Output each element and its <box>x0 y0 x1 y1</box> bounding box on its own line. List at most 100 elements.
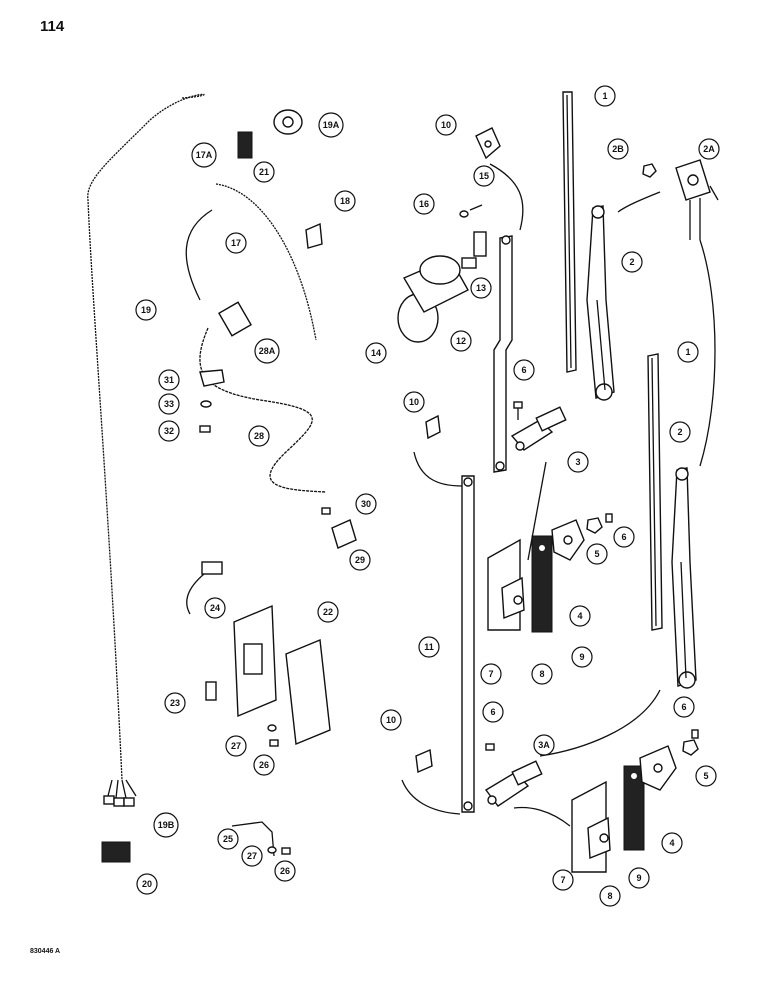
screw-32 <box>199 425 211 433</box>
svg-text:13: 13 <box>476 283 486 293</box>
callout-6: 6 <box>613 526 635 548</box>
harness-19 <box>87 93 205 781</box>
connector-28a <box>218 301 252 337</box>
callout-28: 28 <box>248 425 270 447</box>
harness-17 <box>215 183 317 341</box>
callout-10: 10 <box>380 709 402 731</box>
callout-19: 19 <box>135 299 157 321</box>
svg-text:26: 26 <box>280 866 290 876</box>
svg-text:28A: 28A <box>259 346 276 356</box>
callout-20: 20 <box>136 873 158 895</box>
link-bar-12 <box>493 235 513 473</box>
callout-17a: 17A <box>191 142 217 168</box>
svg-text:9: 9 <box>579 652 584 662</box>
fuse-23 <box>205 681 217 701</box>
svg-text:10: 10 <box>441 120 451 130</box>
callout-28a: 28A <box>254 338 280 364</box>
svg-text:23: 23 <box>170 698 180 708</box>
svg-text:17A: 17A <box>196 150 213 160</box>
svg-text:31: 31 <box>164 375 174 385</box>
gasket-4-upper <box>531 535 553 633</box>
callout-9: 9 <box>571 646 593 668</box>
callout-2: 2 <box>621 251 643 273</box>
callout-4: 4 <box>569 605 591 627</box>
svg-text:6: 6 <box>521 365 526 375</box>
callout-9: 9 <box>628 867 650 889</box>
screw-6-side <box>605 513 613 523</box>
clamp-31 <box>199 369 225 387</box>
callout-13: 13 <box>470 277 492 299</box>
svg-text:24: 24 <box>210 603 220 613</box>
callout-8: 8 <box>531 663 553 685</box>
washer-27-lower <box>267 846 277 854</box>
screw-26-upper <box>269 739 279 747</box>
callout-3a: 3A <box>533 734 555 756</box>
callout-1: 1 <box>677 341 699 363</box>
connector-20 <box>101 841 131 863</box>
receptacle-19a <box>273 109 303 135</box>
svg-text:9: 9 <box>636 873 641 883</box>
bracket-7-upper <box>487 538 525 631</box>
svg-text:4: 4 <box>669 838 674 848</box>
screw-6-upper <box>513 401 523 420</box>
callout-33: 33 <box>158 393 180 415</box>
svg-text:22: 22 <box>323 607 333 617</box>
callout-16: 16 <box>413 193 435 215</box>
svg-text:19: 19 <box>141 305 151 315</box>
wiper-motor-14 <box>397 255 477 343</box>
escutcheon-upper <box>551 519 585 561</box>
screw-15 <box>469 204 483 211</box>
assembly-arrows <box>185 163 716 827</box>
callout-3: 3 <box>567 451 589 473</box>
washer-27-upper <box>267 724 277 732</box>
callout-8: 8 <box>599 885 621 907</box>
callout-6: 6 <box>482 701 504 723</box>
clip-29 <box>331 519 357 549</box>
clip-18 <box>305 222 323 249</box>
washer-16 <box>459 210 469 218</box>
svg-text:3: 3 <box>575 457 580 467</box>
svg-text:19B: 19B <box>158 820 175 830</box>
screw-30 <box>321 507 331 515</box>
svg-text:2: 2 <box>677 427 682 437</box>
callout-31: 31 <box>158 369 180 391</box>
callout-21: 21 <box>253 161 275 183</box>
callout-23: 23 <box>164 692 186 714</box>
callout-14: 14 <box>365 342 387 364</box>
svg-text:6: 6 <box>621 532 626 542</box>
escutcheon-lower <box>639 745 677 791</box>
svg-text:8: 8 <box>607 891 612 901</box>
svg-text:27: 27 <box>247 851 257 861</box>
crank-10-middle <box>425 414 441 440</box>
switch-panel-22 <box>233 604 277 718</box>
drawing-code: 830446 A <box>30 948 61 955</box>
svg-text:15: 15 <box>479 171 489 181</box>
svg-text:16: 16 <box>419 199 429 209</box>
callout-30: 30 <box>355 493 377 515</box>
callout-27: 27 <box>241 845 263 867</box>
screw-6-lower <box>485 743 495 751</box>
wiper-blade-lower <box>647 353 663 631</box>
callout-26: 26 <box>253 754 275 776</box>
callout-19b: 19B <box>153 812 179 838</box>
nut-5-upper <box>586 517 603 534</box>
svg-text:12: 12 <box>456 336 466 346</box>
svg-text:6: 6 <box>490 707 495 717</box>
callout-15: 15 <box>473 165 495 187</box>
svg-text:33: 33 <box>164 399 174 409</box>
callout-26: 26 <box>274 860 296 882</box>
svg-text:10: 10 <box>409 397 419 407</box>
callout-27: 27 <box>225 735 247 757</box>
svg-text:10: 10 <box>386 715 396 725</box>
callout-10: 10 <box>435 114 457 136</box>
callout-17: 17 <box>225 232 247 254</box>
pivot-shaft-3a <box>484 760 543 807</box>
svg-text:28: 28 <box>254 431 264 441</box>
svg-text:5: 5 <box>594 549 599 559</box>
svg-text:17: 17 <box>231 238 241 248</box>
callout-29: 29 <box>349 549 371 571</box>
callout-2a: 2A <box>698 138 720 160</box>
callout-7: 7 <box>480 663 502 685</box>
washer-33 <box>200 400 212 408</box>
